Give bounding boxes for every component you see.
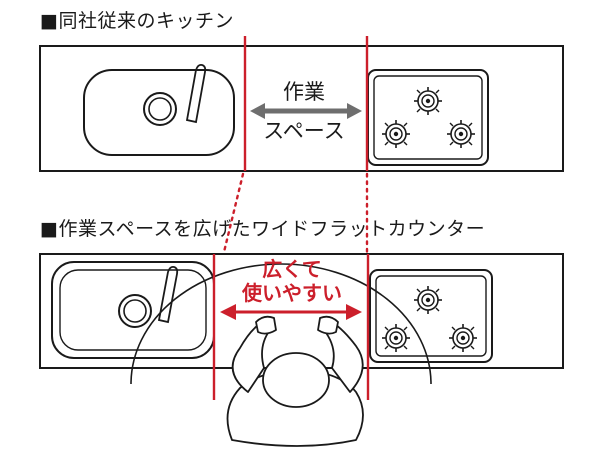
conventional-stove [367,69,489,166]
wide-counter-heading: ■作業スペースを広げたワイドフラットカウンター [40,218,486,240]
conventional-sink [83,63,235,156]
work-space-label-line2: スペース [263,119,344,143]
reach-arc [130,263,432,385]
wide-stove [369,269,493,363]
benefit-label-line2: 使いやすい [241,281,342,305]
conventional-work-space-bounds [243,36,369,171]
burner-icon [446,119,476,149]
burner-icon [381,323,411,353]
expanded-space-arrow [220,304,362,320]
person-icon [226,315,364,447]
wide-sink [51,261,215,359]
expansion-guide-lines [222,172,369,254]
conventional-counter [39,45,564,172]
expanded-work-space-bounds [212,254,370,400]
burner-icon [413,86,443,116]
benefit-label-line1: 広くて [262,257,321,281]
work-space-label-line1: 作業 [283,80,325,104]
work-space-arrow [250,103,362,119]
conventional-kitchen-heading: ■同社従来のキッチン [40,10,234,32]
burner-icon [381,119,411,149]
burner-icon [448,323,478,353]
burner-icon [413,285,443,315]
